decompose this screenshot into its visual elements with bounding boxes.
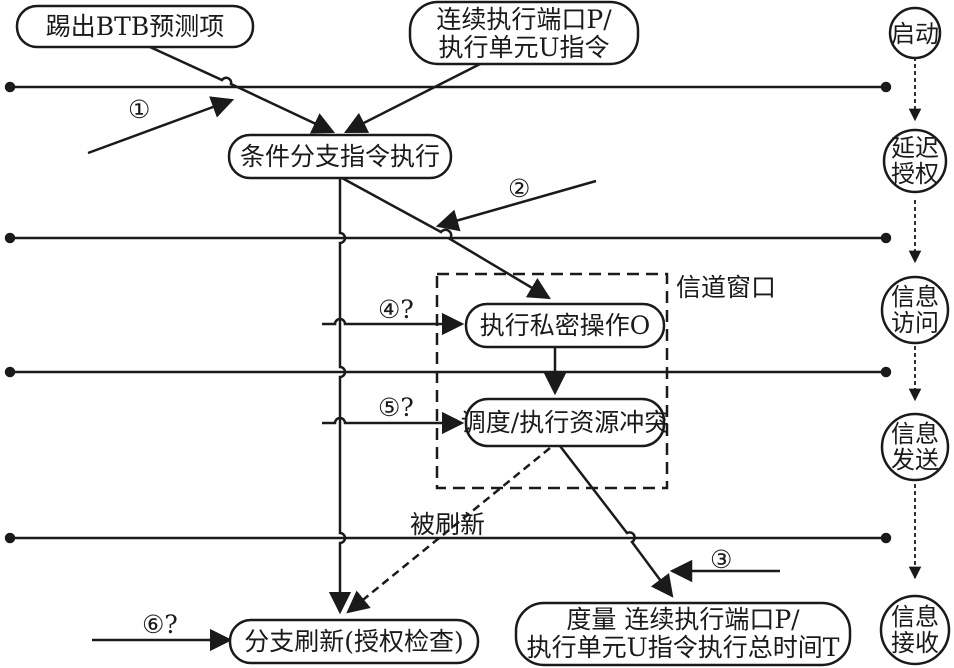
step1-label: ① — [128, 95, 150, 124]
svg-text:调度/执行资源冲突: 调度/执行资源冲突 — [461, 408, 669, 437]
svg-text:执行单元U指令: 执行单元U指令 — [438, 33, 609, 62]
stage-information-send: 信息 发送 — [880, 412, 950, 482]
edge-btb-to-branch — [149, 45, 336, 134]
stage-information-receive: 信息 接收 — [879, 594, 951, 666]
svg-text:延迟: 延迟 — [891, 134, 939, 162]
svg-text:分支刷新(授权检查): 分支刷新(授权检查) — [244, 627, 464, 656]
edge-flushed-dashed — [346, 447, 551, 614]
svg-text:条件分支指令执行: 条件分支指令执行 — [240, 142, 440, 171]
node-private-operation: 执行私密操作O — [464, 302, 666, 349]
step4-label: ④? — [378, 295, 414, 324]
stage-information-access: 信息 访问 — [880, 275, 950, 345]
svg-text:度量 连续执行端口P/: 度量 连续执行端口P/ — [566, 605, 800, 634]
step5-label: ⑤? — [378, 393, 414, 422]
svg-text:执行单元U指令执行总时间T: 执行单元U指令执行总时间T — [527, 633, 840, 662]
edge-port-to-branch — [343, 58, 489, 134]
step4-arrow — [322, 312, 465, 336]
stage-delayed-authorization: 延迟 授权 — [882, 128, 948, 194]
svg-text:信息: 信息 — [891, 420, 939, 448]
svg-text:启动: 启动 — [891, 20, 939, 48]
svg-text:接收: 接收 — [891, 629, 939, 657]
channel-window-label: 信道窗口 — [676, 273, 776, 302]
svg-text:发送: 发送 — [891, 446, 939, 474]
svg-text:授权: 授权 — [891, 160, 939, 188]
channel-window-box — [435, 272, 669, 490]
node-measure-time: 度量 连续执行端口P/ 执行单元U指令执行总时间T — [514, 601, 852, 667]
edge-branch-to-flush — [328, 178, 352, 615]
stage-launch: 启动 — [888, 6, 942, 60]
step2-arrow — [435, 179, 597, 232]
stage-column: 启动 延迟 授权 信息 访问 信息 发送 信息 接收 — [879, 6, 951, 666]
node-conditional-branch: 条件分支指令执行 — [227, 133, 453, 180]
step1-arrow — [87, 96, 235, 155]
step2-label: ② — [508, 174, 530, 203]
edge-conflict-to-measure — [559, 445, 674, 598]
node-port-unit: 连续执行端口P/ 执行单元U指令 — [408, 0, 640, 66]
svg-text:访问: 访问 — [891, 309, 939, 337]
node-branch-flush: 分支刷新(授权检查) — [228, 618, 480, 665]
step5-arrow — [322, 411, 465, 435]
svg-text:踢出BTB预测项: 踢出BTB预测项 — [46, 12, 224, 41]
svg-text:连续执行端口P/: 连续执行端口P/ — [436, 5, 612, 34]
step3-label: ③ — [710, 545, 732, 574]
node-btb-evict: 踢出BTB预测项 — [15, 4, 255, 49]
step6-label: ⑥? — [142, 610, 178, 639]
svg-text:执行私密操作O: 执行私密操作O — [480, 311, 651, 340]
svg-text:信息: 信息 — [891, 283, 939, 311]
flushed-label: 被刷新 — [410, 510, 485, 539]
timeline-separators — [4, 81, 892, 544]
svg-text:信息: 信息 — [891, 603, 939, 631]
node-resource-conflict: 调度/执行资源冲突 — [461, 397, 669, 448]
connectors — [87, 45, 780, 652]
